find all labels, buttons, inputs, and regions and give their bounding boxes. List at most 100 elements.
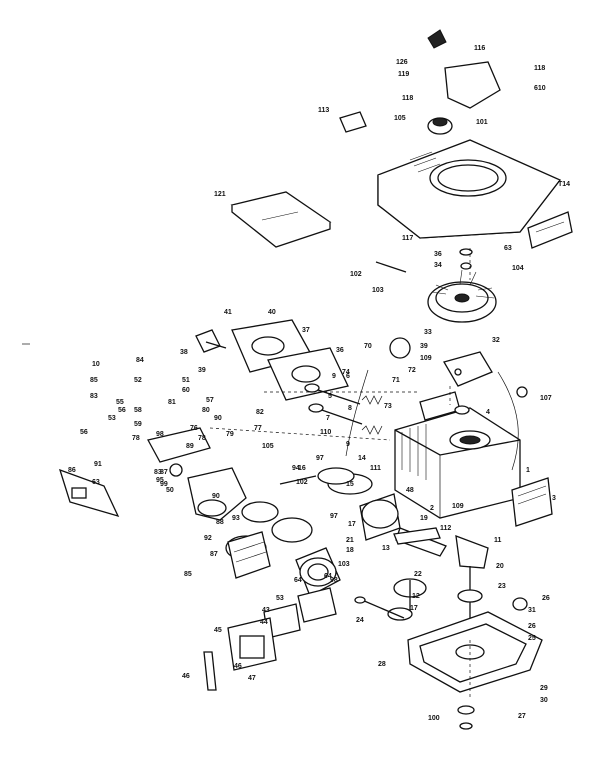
part-number-label: 104 — [512, 265, 524, 272]
filter-sleeve-part — [227, 531, 271, 579]
part-number-label: 6 — [346, 373, 350, 380]
part-number-label: 20 — [496, 563, 504, 570]
part-number-label: 85 — [184, 571, 192, 578]
part-number-label: 87 — [210, 551, 218, 558]
part-number-label: 36 — [336, 347, 344, 354]
part-number-label: 102 — [296, 479, 308, 486]
part-number-label: 56 — [80, 429, 88, 436]
choke-bracket-part — [58, 468, 120, 518]
part-number-label: 97 — [316, 455, 324, 462]
part-number-label: 22 — [414, 571, 422, 578]
part-number-label: 24 — [356, 617, 364, 624]
dipstick-part — [393, 527, 441, 545]
gasket-set-part — [227, 587, 337, 671]
part-number-label: 38 — [180, 349, 188, 356]
part-number-label: 80 — [202, 407, 210, 414]
bolt-part — [354, 596, 405, 619]
part-number-label: 50 — [166, 487, 174, 494]
part-number-label: 18 — [346, 547, 354, 554]
governor-link-part — [203, 651, 217, 691]
part-number-label: 51 — [182, 377, 190, 384]
part-number-label: 76 — [190, 425, 198, 432]
part-number-label: 95 — [156, 477, 164, 484]
part-number-label: 44 — [260, 619, 268, 626]
fuel-line-part — [279, 261, 407, 485]
part-number-label: 610 — [534, 85, 546, 92]
cylinder-head-part — [231, 319, 349, 401]
decal-t14-part — [527, 211, 573, 249]
part-number-label: 88 — [216, 519, 224, 526]
part-number-label: 28 — [378, 661, 386, 668]
part-number-label: 82 — [256, 409, 264, 416]
part-number-label: 7 — [326, 415, 330, 422]
part-number-label: 105 — [394, 115, 406, 122]
part-number-label: 63 — [92, 479, 100, 486]
part-number-labels: 126116118119610113118105101121T141176336… — [68, 45, 570, 722]
part-number-label: 25 — [528, 635, 536, 642]
part-number-label: 94 — [292, 465, 300, 472]
part-number-label: 70 — [364, 343, 372, 350]
part-number-label: 11 — [494, 537, 502, 544]
part-number-label: 53 — [108, 415, 116, 422]
part-number-label: 85 — [90, 377, 98, 384]
part-number-label: 46 — [182, 673, 190, 680]
part-number-label: 3 — [552, 495, 556, 502]
part-number-label: 46 — [234, 663, 242, 670]
decal-strip-part — [339, 111, 367, 133]
part-number-label: 4 — [486, 409, 490, 416]
part-number-label: 13 — [382, 545, 390, 552]
part-number-label: 23 — [498, 583, 506, 590]
part-number-label: 41 — [224, 309, 232, 316]
air-filter-cartridge-part — [295, 547, 341, 597]
part-number-label: 71 — [392, 377, 400, 384]
part-number-label: 43 — [262, 607, 270, 614]
fuel-cap-part — [427, 29, 501, 135]
part-number-label: 78 — [132, 435, 140, 442]
part-number-label: 110 — [320, 429, 331, 436]
part-number-label: 9 — [332, 373, 336, 380]
assembly-guide-lines — [209, 248, 471, 700]
spark-plug-part — [195, 329, 227, 353]
part-number-label: 39 — [420, 343, 428, 350]
part-number-label: 113 — [318, 107, 329, 114]
part-number-label: 55 — [116, 399, 124, 406]
part-number-label: 81 — [168, 399, 176, 406]
oil-sump-part — [407, 611, 543, 693]
decal-sheet-part — [230, 191, 332, 248]
part-number-label: 92 — [204, 535, 212, 542]
part-number-label: 8 — [348, 405, 352, 412]
part-number-label: 87 — [160, 469, 168, 476]
part-number-label: 52 — [134, 377, 142, 384]
head-cover-part — [511, 477, 553, 527]
part-number-label: 10 — [92, 361, 100, 368]
part-number-label: 89 — [186, 443, 194, 450]
part-number-label: 90 — [212, 493, 220, 500]
part-number-label: 105 — [262, 443, 274, 450]
part-number-label: 12 — [412, 593, 420, 600]
part-number-label: 2 — [430, 505, 434, 512]
part-number-label: 26 — [528, 623, 536, 630]
part-number-label: 17 — [410, 605, 418, 612]
part-number-label: 117 — [402, 235, 413, 242]
part-number-label: 98 — [330, 577, 338, 584]
part-number-label: 102 — [350, 271, 362, 278]
part-number-label: 53 — [276, 595, 284, 602]
part-number-label: 47 — [248, 675, 256, 682]
part-number-label: 103 — [372, 287, 384, 294]
part-number-label: 111 — [370, 465, 381, 472]
part-number-label: 16 — [298, 465, 306, 472]
part-number-label: 32 — [492, 337, 500, 344]
part-number-label: 109 — [452, 503, 464, 510]
part-number-label: 99 — [160, 481, 168, 488]
part-number-label: 103 — [338, 561, 350, 568]
part-number-label: 40 — [268, 309, 276, 316]
flywheel-part — [427, 269, 497, 323]
piston-part — [317, 467, 401, 541]
part-number-label: 33 — [424, 329, 432, 336]
part-number-label: 121 — [214, 191, 226, 198]
part-number-label: 91 — [94, 461, 102, 468]
part-number-label: 39 — [198, 367, 206, 374]
part-number-label: 79 — [226, 431, 234, 438]
camshaft-part — [387, 578, 427, 621]
blower-housing-part — [377, 139, 562, 239]
